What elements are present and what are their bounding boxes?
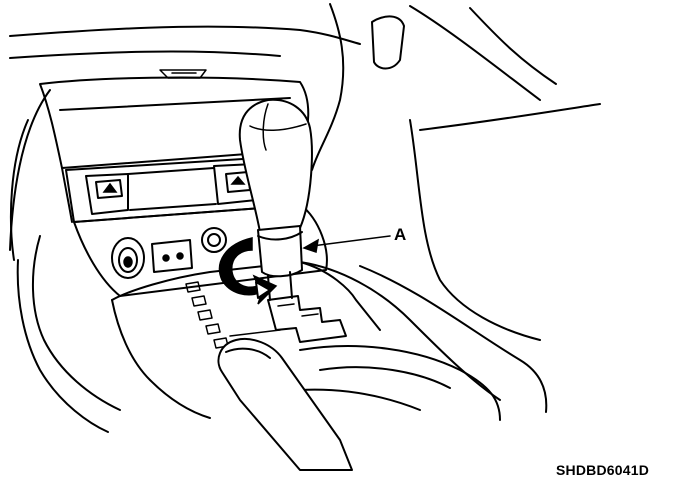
callout-label-a: A (394, 225, 407, 244)
shift-gate (267, 295, 347, 343)
dashboard (9, 3, 557, 171)
console-panel (16, 203, 328, 433)
aux-jack-panel (151, 239, 193, 273)
center-console (111, 103, 601, 421)
rotation-arrow (218, 237, 278, 305)
cigar-lighter (201, 227, 227, 253)
switch-right (225, 171, 251, 193)
shift-lever (267, 271, 293, 301)
hazard-switch (95, 179, 123, 199)
knob-locking-ring (257, 225, 303, 278)
figure-code: SHDBD6041D (556, 462, 650, 478)
callout-leader (302, 235, 391, 253)
shift-knob (238, 98, 313, 233)
power-outlet (111, 237, 145, 279)
armrest (217, 329, 353, 471)
shift-indicator (185, 281, 229, 349)
